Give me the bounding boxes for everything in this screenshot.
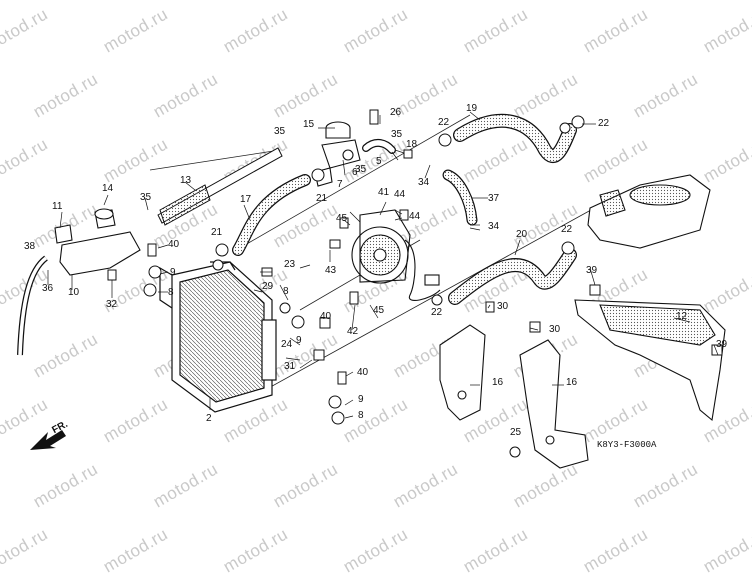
reserve-tank bbox=[54, 208, 141, 276]
callout-2: 2 bbox=[206, 413, 212, 424]
filler-neck bbox=[314, 121, 361, 187]
callout-8c: 8 bbox=[358, 410, 364, 421]
callout-34b: 34 bbox=[488, 221, 500, 232]
callout-40c: 40 bbox=[357, 367, 369, 378]
callout-21b: 21 bbox=[211, 227, 223, 238]
callout-39b: 39 bbox=[716, 339, 728, 350]
callout-38: 38 bbox=[24, 241, 36, 252]
callout-9c: 9 bbox=[358, 394, 364, 405]
bracket-right-16 bbox=[519, 339, 589, 469]
callout-5: 5 bbox=[376, 156, 382, 167]
radiator-shroud bbox=[574, 299, 726, 422]
callout-16a: 16 bbox=[492, 377, 504, 388]
callout-6: 6 bbox=[352, 167, 358, 178]
callout-20: 20 bbox=[516, 229, 528, 240]
callout-8: 8 bbox=[168, 287, 174, 298]
siphon-tube bbox=[157, 147, 283, 226]
callout-37: 37 bbox=[488, 193, 500, 204]
callout-29: 29 bbox=[262, 281, 274, 292]
callout-13: 13 bbox=[180, 175, 192, 186]
water-pump-cover bbox=[587, 174, 711, 249]
callout-40b: 40 bbox=[320, 311, 332, 322]
drawing-code: K8Y3-F3000A bbox=[597, 440, 657, 450]
callout-32: 32 bbox=[106, 299, 118, 310]
callout-15: 15 bbox=[303, 119, 315, 130]
callout-9b: 9 bbox=[296, 335, 302, 346]
callout-34a: 34 bbox=[418, 177, 430, 188]
callout-30b: 30 bbox=[549, 324, 561, 335]
callout-35a: 35 bbox=[274, 126, 286, 137]
fan-motor bbox=[351, 209, 441, 301]
callout-45a: 45 bbox=[336, 213, 348, 224]
callout-21a: 21 bbox=[316, 193, 328, 204]
callout-22d: 22 bbox=[431, 307, 443, 318]
callout-12: 12 bbox=[676, 311, 688, 322]
callout-7: 7 bbox=[337, 179, 343, 190]
callout-41: 41 bbox=[378, 187, 390, 198]
callout-9: 9 bbox=[170, 267, 176, 278]
callout-19: 19 bbox=[466, 103, 478, 114]
callout-14: 14 bbox=[102, 183, 114, 194]
leader-lines bbox=[47, 111, 719, 419]
callout-40a: 40 bbox=[168, 239, 180, 250]
callout-35b: 35 bbox=[140, 192, 152, 203]
callout-43: 43 bbox=[325, 265, 337, 276]
parts-diagram bbox=[17, 109, 726, 469]
callout-36: 36 bbox=[42, 283, 54, 294]
callout-45b: 45 bbox=[373, 305, 385, 316]
callout-10: 10 bbox=[68, 287, 80, 298]
callout-35d: 35 bbox=[391, 129, 403, 140]
front-direction-arrow bbox=[30, 430, 66, 450]
radiator bbox=[159, 261, 277, 413]
callout-25: 25 bbox=[510, 427, 522, 438]
callout-17: 17 bbox=[240, 194, 252, 205]
bracket-left-16 bbox=[439, 324, 486, 421]
callout-24: 24 bbox=[281, 339, 293, 350]
callout-22b: 22 bbox=[598, 118, 610, 129]
callout-8b: 8 bbox=[283, 286, 289, 297]
callout-31: 31 bbox=[284, 361, 296, 372]
callout-18: 18 bbox=[406, 139, 418, 150]
callout-39a: 39 bbox=[586, 265, 598, 276]
callout-11: 11 bbox=[52, 201, 63, 212]
callout-26: 26 bbox=[390, 107, 402, 118]
callout-42: 42 bbox=[347, 326, 359, 337]
callout-23: 23 bbox=[284, 259, 296, 270]
callout-44a: 44 bbox=[394, 189, 406, 200]
callout-22a: 22 bbox=[438, 117, 450, 128]
callout-30a: 30 bbox=[497, 301, 509, 312]
callout-22c: 22 bbox=[561, 224, 573, 235]
callout-16b: 16 bbox=[566, 377, 578, 388]
callout-35c: 35 bbox=[355, 164, 367, 175]
callout-44b: 44 bbox=[409, 211, 421, 222]
